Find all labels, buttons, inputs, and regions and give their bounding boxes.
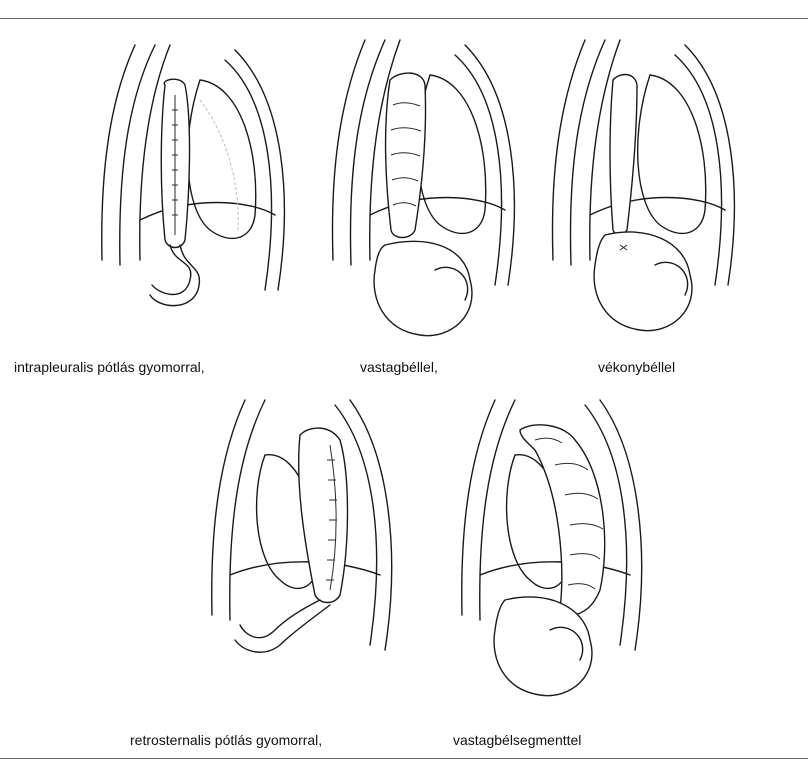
- figure-small-intestine: [525, 30, 745, 350]
- caption-stomach-intrapleural: intrapleuralis pótlás gyomorral,: [14, 359, 205, 375]
- stomach: [493, 596, 593, 697]
- bottom-border-line: [0, 758, 808, 759]
- chest-wall: [224, 59, 273, 291]
- lung: [417, 74, 487, 235]
- illustration-stomach-retrosternal: [211, 399, 393, 653]
- caption-colon-segment: vastagbélsegmenttel: [453, 732, 582, 748]
- lung: [187, 79, 257, 240]
- colon-graft: [384, 72, 427, 239]
- rib-wall: [139, 44, 171, 261]
- spine: [101, 44, 156, 266]
- intestine: [234, 599, 331, 653]
- figure-colon: [305, 30, 525, 350]
- caption-colon: vastagbéllel,: [360, 359, 438, 375]
- stomach-tube: [298, 427, 349, 604]
- diaphragm: [479, 561, 631, 576]
- intestine: [149, 244, 201, 307]
- lung: [637, 74, 707, 235]
- illustration-stomach-intrapleural: [101, 44, 286, 307]
- stomach: [373, 240, 473, 337]
- stomach: [593, 231, 693, 332]
- diaphragm: [369, 196, 506, 216]
- caption-stomach-retrosternal: retrosternalis pótlás gyomorral,: [130, 732, 323, 748]
- illustration-colon-segment: [461, 399, 643, 697]
- colon-graft: [519, 424, 606, 616]
- diaphragm: [139, 201, 276, 221]
- caption-small-intestine: vékonybéllel: [598, 359, 676, 375]
- diaphragm: [589, 196, 726, 216]
- figure-colon-segment: [440, 395, 660, 725]
- figure-stomach-intrapleural: [80, 40, 300, 340]
- top-border-line: [0, 18, 808, 19]
- suture-stitches: [172, 109, 178, 216]
- small-intestine-graft: [609, 73, 638, 236]
- illustration-small-intestine: [551, 39, 736, 332]
- suture-line: [329, 444, 337, 591]
- figure-stomach-retrosternal: [190, 395, 410, 695]
- illustration-colon: [331, 39, 516, 337]
